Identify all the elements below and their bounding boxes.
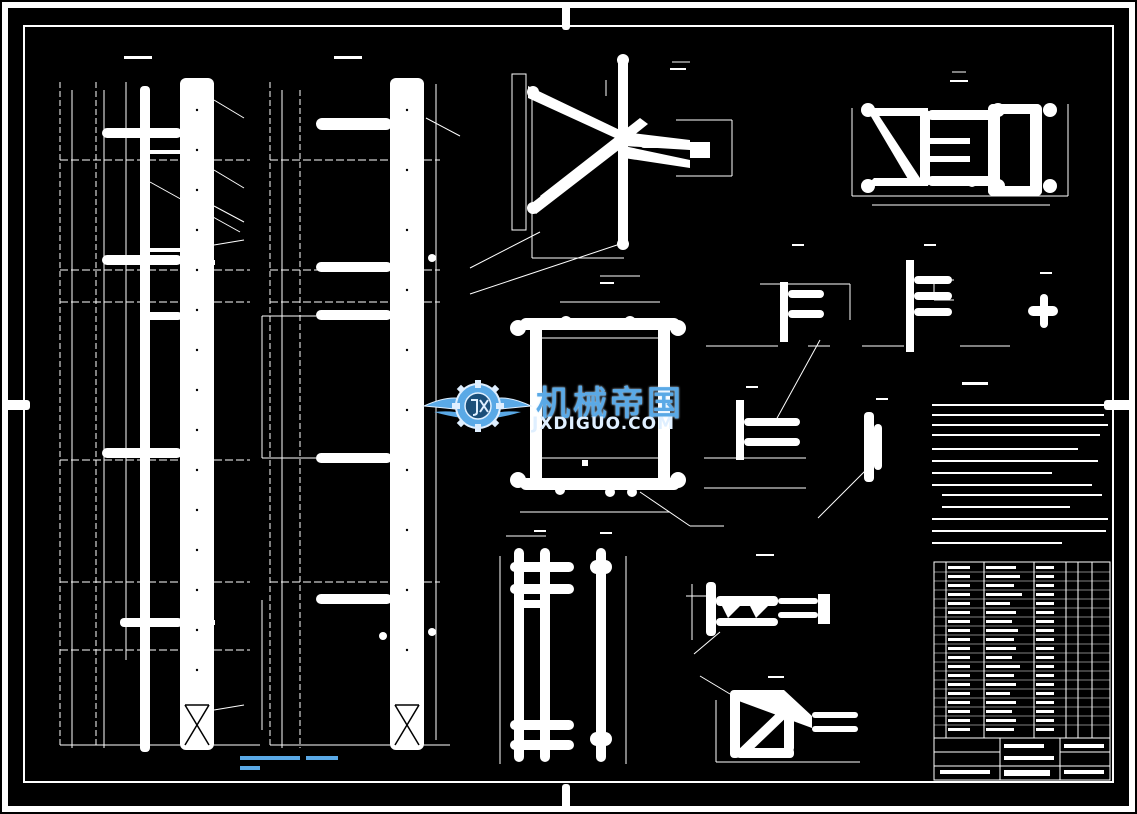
title-block [933, 737, 1111, 781]
detail-views [704, 260, 1058, 519]
elevation-view-1 [59, 56, 260, 752]
watermark-chinese-text: 机械帝国 [536, 384, 684, 424]
parts-list-cells [940, 566, 1104, 776]
truss-views-bottom [686, 582, 860, 763]
triangle-frame-view [469, 54, 733, 295]
parts-list-table [933, 561, 1111, 739]
gear-wings-icon [422, 380, 533, 432]
square-frame-view [510, 275, 724, 527]
watermark-site-text: JXDIGUO.COM [532, 414, 676, 434]
side-views-bottom [499, 535, 627, 764]
bottom-left-stamp [240, 756, 338, 770]
watermark-logo: 机械帝国 JXDIGUO.COM [420, 374, 720, 438]
trapezoid-frame-view [851, 71, 1069, 206]
elevation-view-2 [261, 56, 461, 750]
technical-notes-block [932, 382, 1108, 544]
view-labels [534, 68, 1052, 678]
